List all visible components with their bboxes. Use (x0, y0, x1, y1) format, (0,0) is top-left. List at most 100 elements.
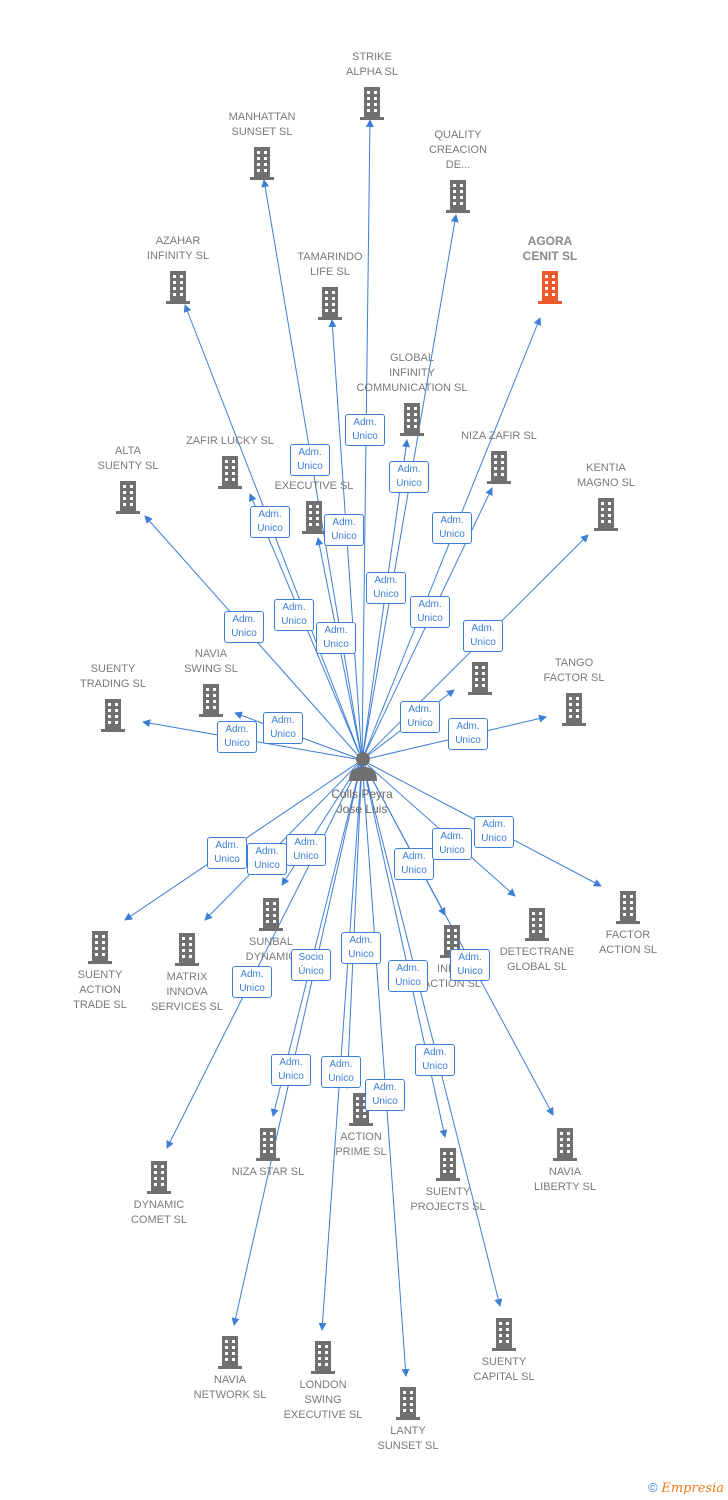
company-label-tamarindo-life[interactable]: TAMARINDO LIFE SL (297, 251, 363, 278)
role-badge[interactable]: Adm. Unico (432, 828, 472, 860)
building-icon[interactable] (559, 690, 589, 726)
company-label-lanty-sunset[interactable]: LANTY SUNSET SL (377, 1425, 439, 1452)
role-badge[interactable]: Adm. Unico (366, 572, 406, 604)
building-icon[interactable] (550, 1125, 580, 1161)
role-badge[interactable]: Adm. Unico (345, 414, 385, 446)
role-badge[interactable]: Adm. Unico (394, 848, 434, 880)
company-label-suenty-capital[interactable]: SUENTY CAPITAL SL (473, 1356, 535, 1383)
role-badge[interactable]: Adm. Unico (290, 444, 330, 476)
company-label-azahar-infinity[interactable]: AZAHAR INFINITY SL (146, 235, 210, 262)
company-label-strike-alpha[interactable]: STRIKE ALPHA SL (346, 51, 398, 78)
company-label-suenty-action[interactable]: SUENTY ACTION TRADE SL (73, 969, 127, 1011)
role-badge[interactable]: Adm. Unico (247, 843, 287, 875)
role-badge[interactable]: Adm. Unico (365, 1079, 405, 1111)
company-label-zafir-lucky[interactable]: ZAFIR LUCKY SL (186, 435, 274, 447)
role-badge[interactable]: Adm. Unico (450, 949, 490, 981)
role-badge[interactable]: Adm. Unico (217, 721, 257, 753)
company-label-detectrane-global[interactable]: DETECTRANE GLOBAL SL (499, 946, 575, 973)
role-badge[interactable]: Adm. Unico (400, 701, 440, 733)
building-icon[interactable] (443, 177, 473, 213)
company-label-global-infinity[interactable]: GLOBAL INFINITY COMMUNICATION SL (356, 352, 468, 394)
role-badge[interactable]: Adm. Unico (415, 1044, 455, 1076)
role-badge[interactable]: Adm. Unico (316, 622, 356, 654)
role-badge[interactable]: Adm. Unico (321, 1056, 361, 1088)
role-badge[interactable]: Adm. Unico (448, 718, 488, 750)
role-badge[interactable]: Adm. Unico (250, 506, 290, 538)
company-label-executive[interactable]: EXECUTIVE SL (274, 480, 354, 492)
role-badge[interactable]: Socio Único (291, 949, 331, 981)
company-label-sunbal-dynamic[interactable]: SUNBAL DYNAMIC (245, 936, 297, 963)
role-badge[interactable]: Adm. Unico (341, 932, 381, 964)
building-icon[interactable] (393, 1384, 423, 1420)
role-badge[interactable]: Adm. Unico (474, 816, 514, 848)
role-badge[interactable]: Adm. Unico (463, 620, 503, 652)
edge-navia-network (231, 759, 363, 1326)
role-badge[interactable]: Adm. Unico (274, 599, 314, 631)
role-badge[interactable]: Adm. Unico (286, 834, 326, 866)
building-icon[interactable] (308, 1338, 338, 1374)
edge-matrix-innova (204, 759, 363, 921)
building-icon[interactable] (357, 84, 387, 120)
company-label-quality-creacion[interactable]: QUALITY CREACION DE... (428, 129, 488, 171)
building-icon[interactable] (163, 268, 193, 304)
company-label-tango-factor[interactable]: TANGO FACTOR SL (543, 657, 605, 684)
building-icon[interactable] (535, 268, 565, 304)
company-label-niza-star[interactable]: NIZA STAR SL (231, 1166, 305, 1178)
building-icon[interactable] (613, 888, 643, 924)
role-badge[interactable]: Adm. Unico (271, 1054, 311, 1086)
company-label-navia-network[interactable]: NAVIA NETWORK SL (193, 1374, 267, 1401)
building-icon[interactable] (247, 144, 277, 180)
company-label-manhattan-sunset[interactable]: MANHATTAN SUNSET SL (228, 111, 296, 138)
company-label-matrix-innova[interactable]: MATRIX INNOVA SERVICES SL (151, 971, 223, 1013)
company-label-navia-liberty[interactable]: NAVIA LIBERTY SL (534, 1166, 596, 1193)
role-badge[interactable]: Adm. Unico (232, 966, 272, 998)
company-label-london-swing[interactable]: LONDON SWING EXECUTIVE SL (283, 1379, 363, 1421)
company-label-suenty-projects[interactable]: SUENTY PROJECTS SL (410, 1186, 486, 1213)
building-icon[interactable] (315, 284, 345, 320)
building-icon[interactable] (113, 478, 143, 514)
building-icon[interactable] (196, 681, 226, 717)
building-icon[interactable] (144, 1158, 174, 1194)
role-badge[interactable]: Adm. Unico (324, 514, 364, 546)
building-icon[interactable] (522, 905, 552, 941)
copyright-symbol: © (648, 1480, 658, 1495)
person-icon[interactable] (347, 750, 379, 782)
building-icon[interactable] (591, 495, 621, 531)
role-badge[interactable]: Adm. Unico (207, 837, 247, 869)
role-badge[interactable]: Adm. Unico (263, 712, 303, 744)
company-label-kentia-magno[interactable]: KENTIA MAGNO SL (576, 462, 636, 489)
person-name[interactable]: Colls Peyra Jose Luis (331, 787, 393, 816)
building-icon[interactable] (215, 453, 245, 489)
company-label-agora-cenit[interactable]: AGORA CENIT SL (522, 234, 578, 263)
building-icon[interactable] (397, 400, 427, 436)
building-icon[interactable] (465, 659, 495, 695)
edge-london-swing (318, 759, 363, 1331)
company-label-navia-swing[interactable]: NAVIA SWING SL (184, 648, 238, 675)
building-icon[interactable] (85, 928, 115, 964)
building-icon[interactable] (172, 930, 202, 966)
edge-suenty-capital (361, 759, 503, 1307)
company-label-action-prime[interactable]: ACTION PRIME SL (335, 1131, 387, 1158)
building-icon[interactable] (253, 1125, 283, 1161)
building-icon[interactable] (489, 1315, 519, 1351)
role-badge[interactable]: Adm. Unico (388, 960, 428, 992)
role-badge[interactable]: Adm. Unico (389, 461, 429, 493)
building-icon[interactable] (484, 448, 514, 484)
building-icon[interactable] (433, 1145, 463, 1181)
company-label-alta-suenty[interactable]: ALTA SUENTY SL (97, 445, 159, 472)
company-label-suenty-trading[interactable]: SUENTY TRADING SL (79, 663, 146, 690)
company-label-niza-zafir[interactable]: NIZA ZAFIR SL (461, 430, 537, 442)
company-label-dynamic-comet[interactable]: DYNAMIC COMET SL (130, 1199, 188, 1226)
building-icon[interactable] (256, 895, 286, 931)
role-badge[interactable]: Adm. Unico (410, 596, 450, 628)
company-label-factor-action[interactable]: FACTOR ACTION SL (598, 929, 658, 956)
brand-logo[interactable]: Empresia (661, 1481, 724, 1496)
building-icon[interactable] (215, 1333, 245, 1369)
copyright-footer: © Empresia (648, 1480, 724, 1496)
edge-lanty-sunset (361, 759, 410, 1377)
edge-dynamic-comet (166, 759, 363, 1149)
role-badge[interactable]: Adm. Unico (432, 512, 472, 544)
building-icon[interactable] (98, 696, 128, 732)
role-badge[interactable]: Adm. Unico (224, 611, 264, 643)
building-icon[interactable] (299, 498, 329, 534)
